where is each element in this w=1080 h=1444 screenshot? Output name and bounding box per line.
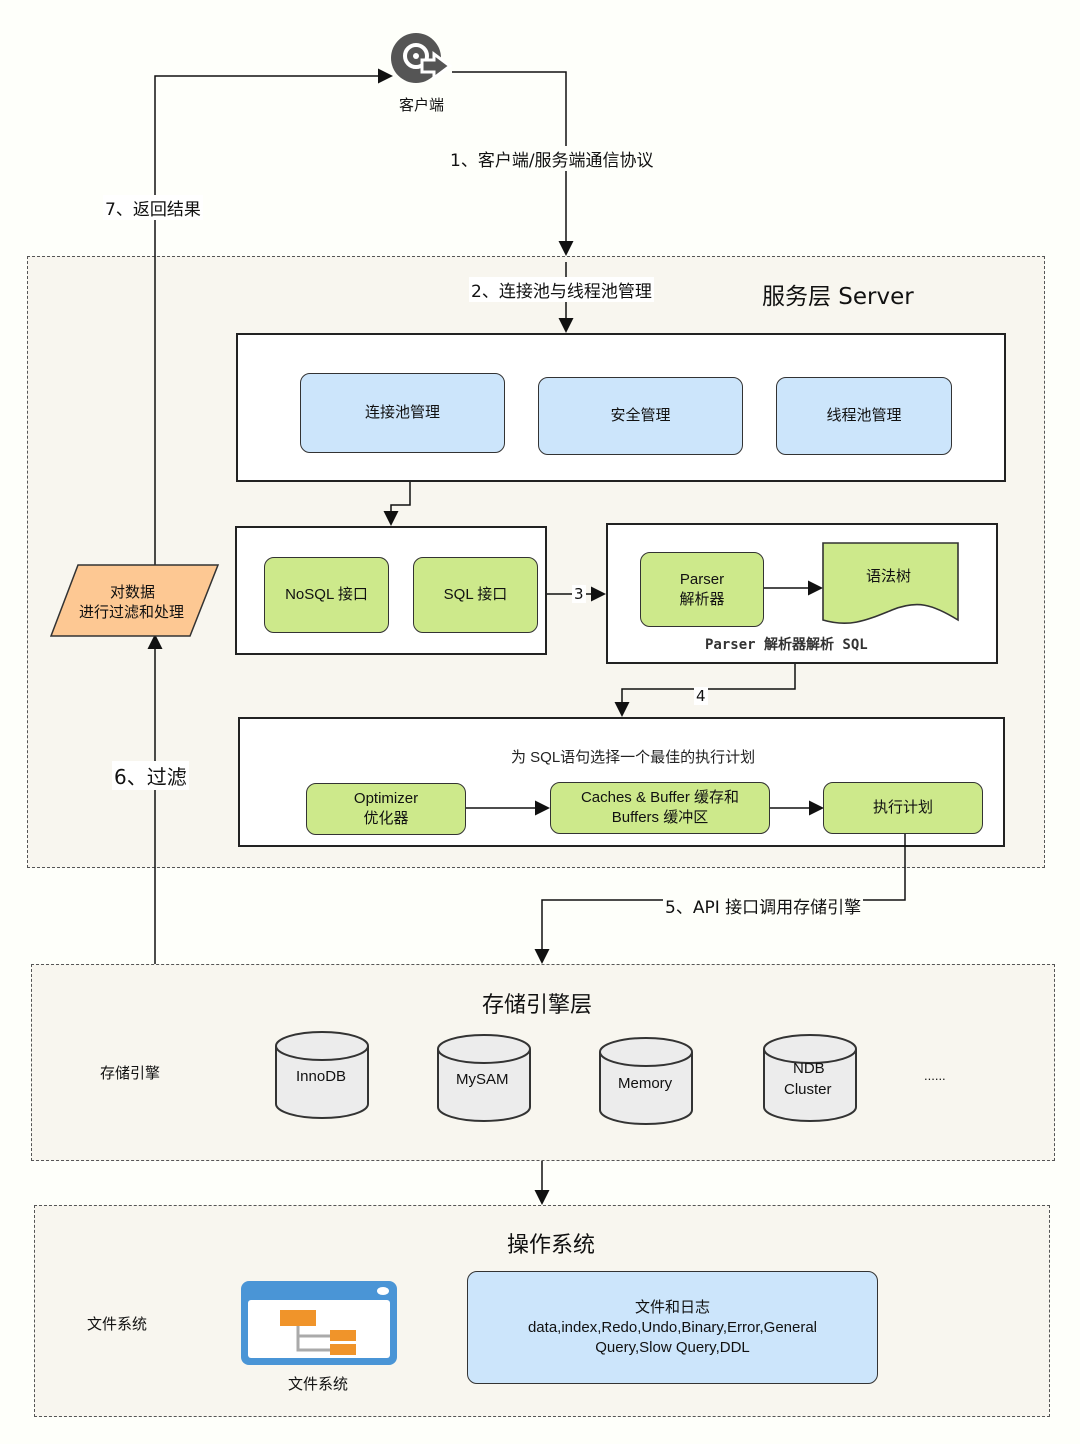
cylinder-memory — [599, 1037, 693, 1125]
step7-label: 7、返回结果 — [103, 195, 203, 220]
storage-engine-layer — [31, 964, 1055, 1161]
parser-line2: 解析器 — [679, 590, 725, 608]
connection-pool-box[interactable]: 连接池管理 — [300, 373, 505, 453]
caches-line2: Buffers 缓冲区 — [611, 809, 709, 826]
os-side-label: 文件系统 — [87, 1316, 148, 1333]
syntax-tree-doc[interactable] — [822, 542, 959, 630]
os-layer-title: 操作系统 — [507, 1232, 596, 1257]
engine-ndb-line1[interactable]: NDB — [793, 1060, 825, 1077]
arrow-step1 — [452, 71, 574, 256]
parser-box[interactable]: Parser 解析器 — [640, 552, 764, 627]
filter-process-shape[interactable] — [49, 564, 220, 638]
cylinder-mysam — [437, 1034, 531, 1122]
files-line1: 文件和日志 — [634, 1298, 710, 1316]
security-box[interactable]: 安全管理 — [538, 377, 743, 455]
engine-mysam[interactable]: MySAM — [456, 1071, 509, 1088]
file-system-icon[interactable] — [240, 1280, 398, 1366]
client-icon[interactable] — [390, 30, 454, 86]
step3-label: 3 — [572, 585, 586, 603]
engine-more: ...... — [924, 1068, 946, 1083]
step6-label: 6、过滤 — [112, 761, 189, 790]
optimizer-box[interactable]: Optimizer 优化器 — [306, 783, 466, 835]
engine-innodb[interactable]: InnoDB — [296, 1068, 347, 1085]
optimizer-line1: Optimizer — [353, 790, 419, 807]
step2-label: 2、连接池与线程池管理 — [469, 277, 654, 302]
execution-plan-box[interactable]: 执行计划 — [823, 782, 983, 834]
syntax-tree-label: 语法树 — [866, 568, 912, 585]
step5-label: 5、API 接口调用存储引擎 — [663, 893, 864, 918]
parser-line1: Parser — [679, 570, 725, 588]
arrow-step7 — [154, 68, 393, 565]
engine-cylinders — [275, 1031, 857, 1125]
caches-line1: Caches & Buffer 缓存和 — [580, 789, 740, 806]
optimizer-line2: 优化器 — [363, 810, 409, 827]
filter-line1: 对数据 — [110, 584, 156, 601]
sql-interface-box[interactable]: SQL 接口 — [413, 557, 538, 633]
files-line3: Query,Slow Query,DDL — [595, 1338, 750, 1356]
parser-caption: Parser 解析器解析 SQL — [705, 637, 868, 653]
arrow-to-interfaces — [383, 482, 411, 526]
storage-side-label: 存储引擎 — [100, 1065, 161, 1082]
nosql-interface-box[interactable]: NoSQL 接口 — [264, 557, 389, 633]
thread-pool-box[interactable]: 线程池管理 — [776, 377, 952, 455]
filter-line2: 进行过滤和处理 — [79, 604, 185, 621]
cylinder-ndb — [763, 1034, 857, 1122]
cylinder-innodb — [275, 1031, 369, 1119]
arrow-step4 — [614, 664, 796, 717]
engine-ndb-line2[interactable]: Cluster — [784, 1081, 832, 1098]
caches-buffers-box[interactable]: Caches & Buffer 缓存和 Buffers 缓冲区 — [550, 782, 770, 834]
storage-layer-title: 存储引擎层 — [482, 992, 593, 1017]
files-logs-box[interactable]: 文件和日志 data,index,Redo,Undo,Binary,Error,… — [467, 1271, 878, 1384]
step1-label: 1、客户端/服务端通信协议 — [448, 146, 656, 171]
file-system-icon-label: 文件系统 — [288, 1376, 349, 1393]
server-layer-title: 服务层 Server — [762, 284, 914, 310]
client-label: 客户端 — [399, 97, 445, 114]
engine-memory[interactable]: Memory — [618, 1075, 673, 1092]
files-line2: data,index,Redo,Undo,Binary,Error,Genera… — [527, 1318, 818, 1336]
optimizer-caption: 为 SQL语句选择一个最佳的执行计划 — [511, 749, 756, 766]
step4-label: 4 — [694, 687, 708, 705]
